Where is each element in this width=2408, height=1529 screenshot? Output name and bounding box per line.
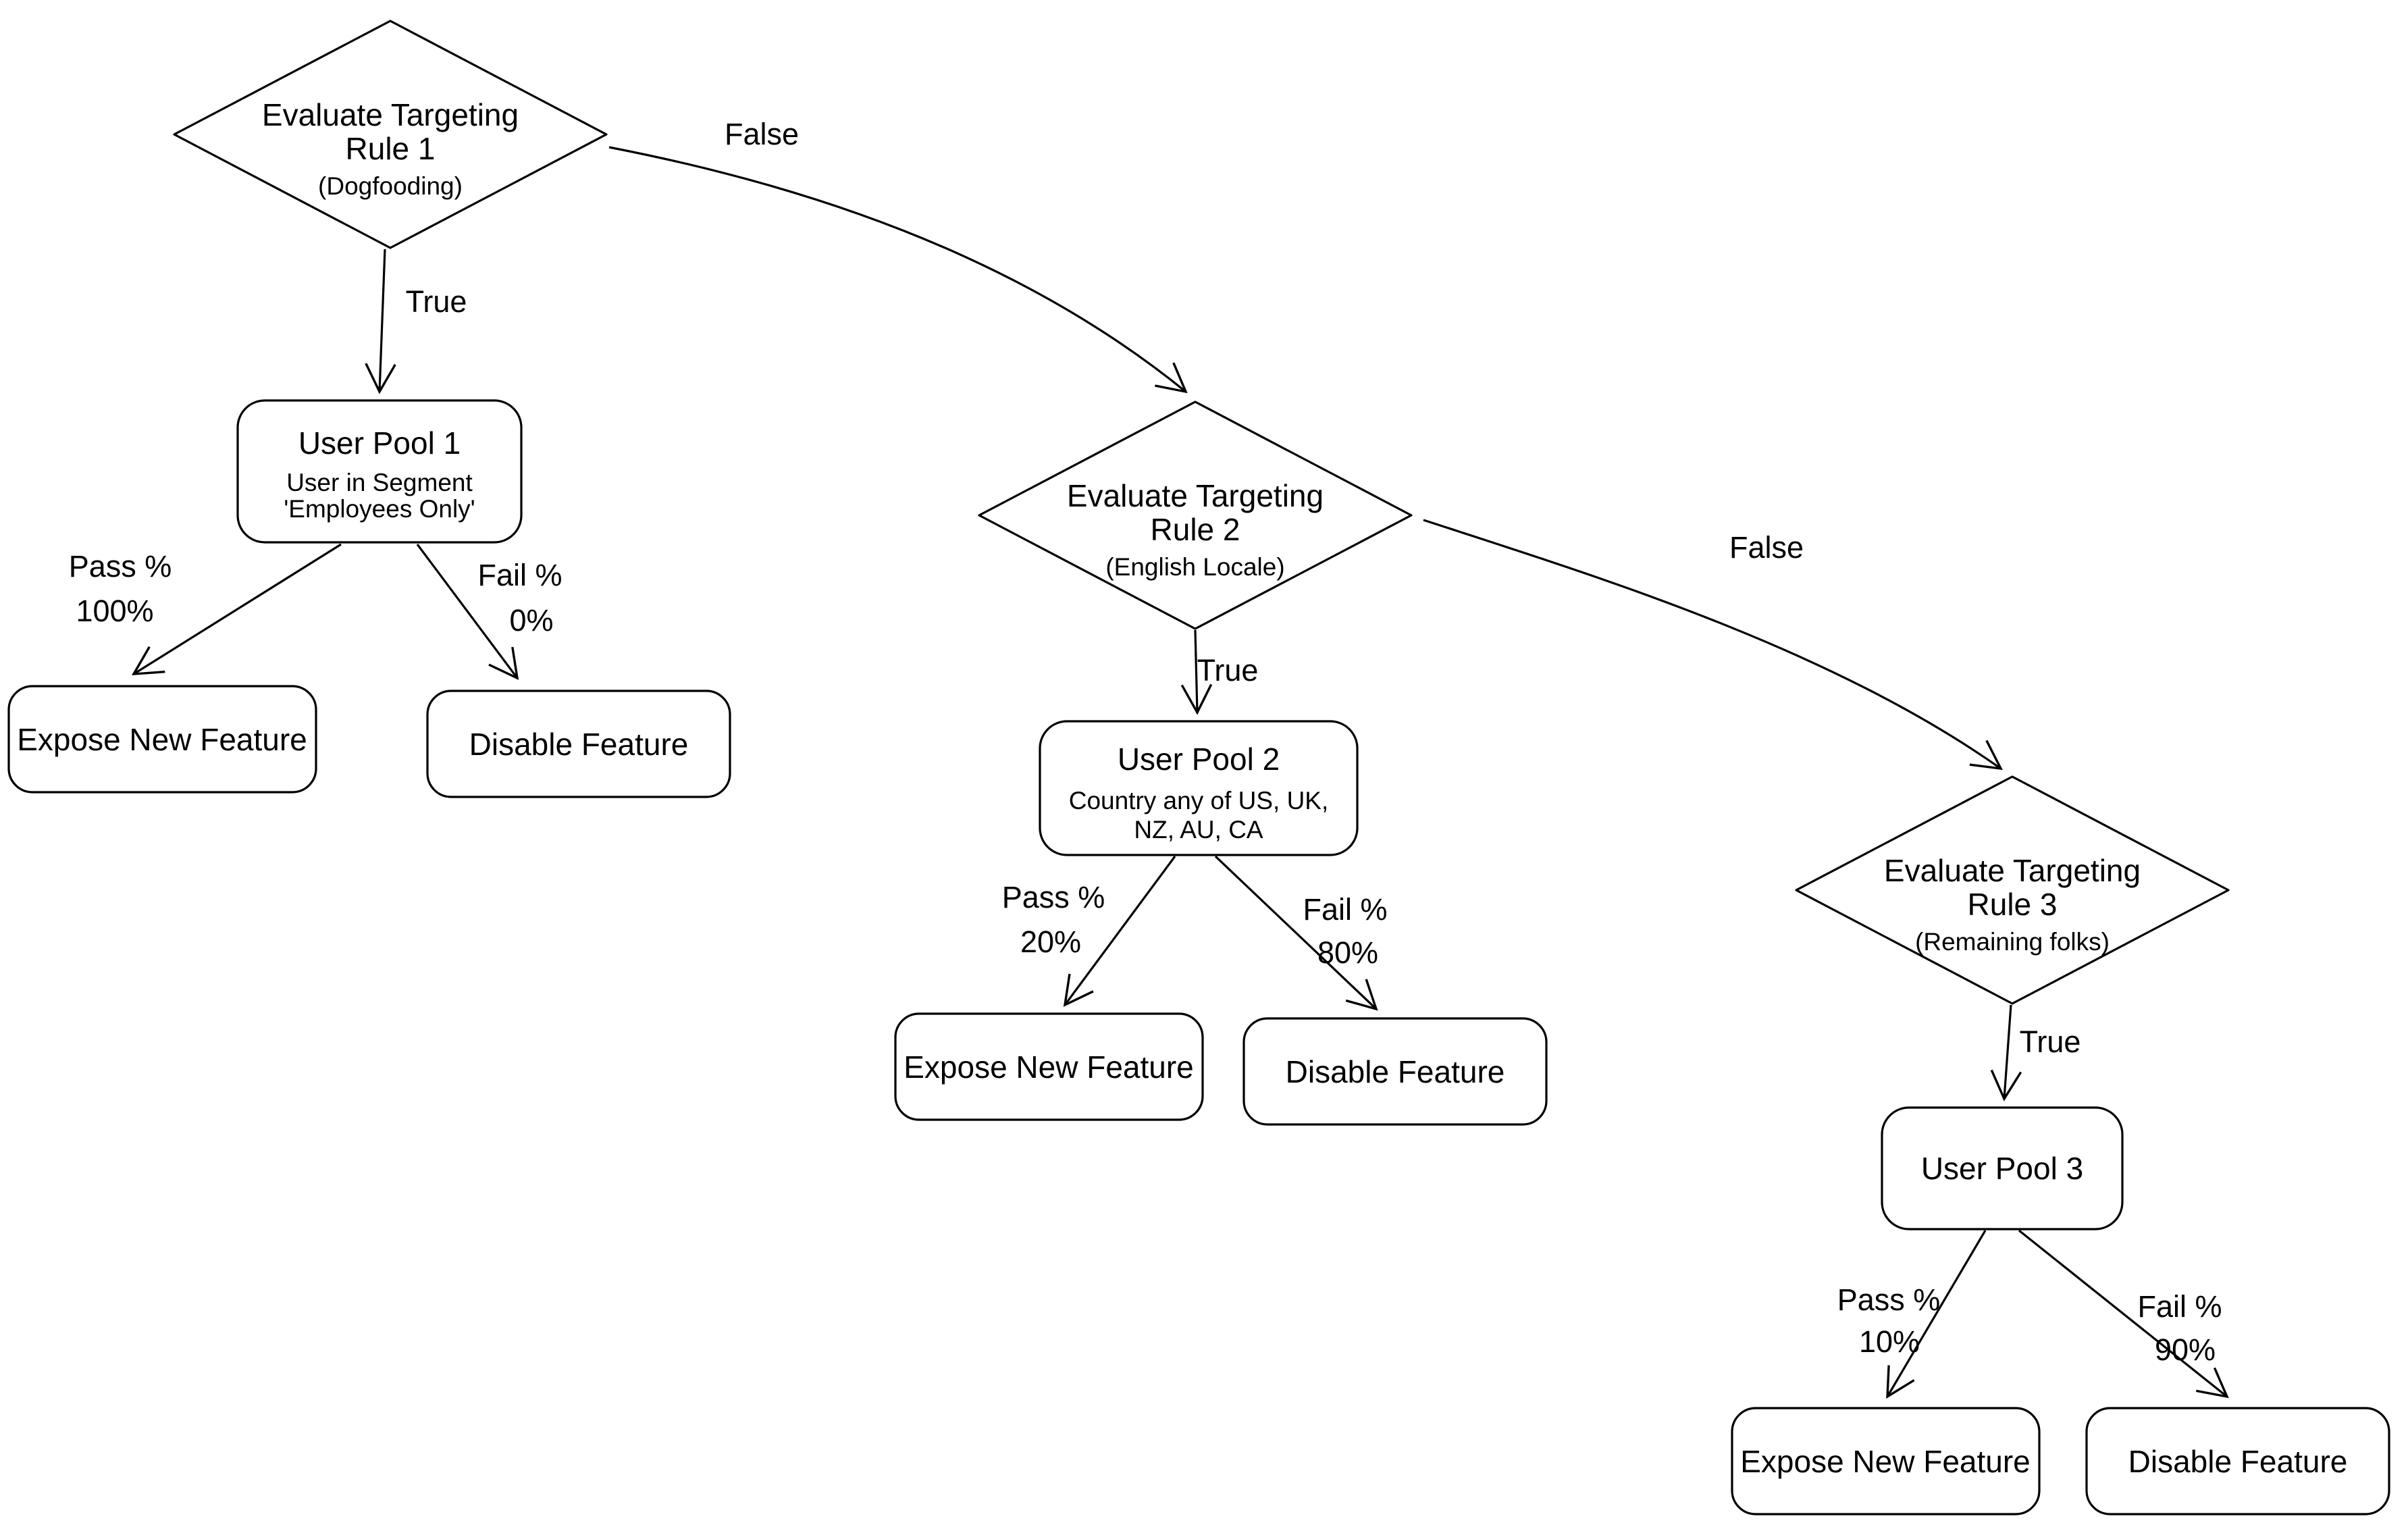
disable-node-2: Disable Feature [1242,1017,1548,1126]
expose-label-1: Expose New Feature [17,722,307,757]
expose-box-2 [894,1012,1204,1121]
expose-node-1: Expose New Feature [7,685,317,794]
disable-label-2: Disable Feature [1286,1054,1505,1089]
edge-labels: True False Pass % 100% Fail % 0% True Fa… [69,117,2222,1367]
expose-box-1 [7,685,317,794]
pool2-title: User Pool 2 [1118,742,1280,777]
disable-box-3 [2085,1407,2390,1515]
rule2-diamond [978,400,1413,630]
edge-rule2-true-arrow [1180,629,1213,715]
rule1-title-line2: Rule 1 [346,131,436,166]
label-pool1-pass: Pass % [69,549,172,584]
edge-pool1-pass-arrow [131,543,342,675]
pool1-note-line1: User in Segment [286,469,473,496]
rule1-node: Evaluate Targeting Rule 1 (Dogfooding) [173,20,608,249]
pool3-box [1881,1106,2124,1230]
rule3-node: Evaluate Targeting Rule 3 (Remaining fol… [1795,775,2230,1005]
disable-node-3: Disable Feature [2085,1407,2390,1515]
rule3-note: (Remaining folks) [1915,928,2110,956]
label-pool1-fail-pct: 0% [509,603,553,638]
edge-pool1-fail-arrow [416,544,519,680]
label-pool3-fail-pct: 90% [2155,1332,2216,1367]
edge-pool2-fail-arrow [1214,855,1378,1011]
expose-box-3 [1731,1407,2041,1515]
expose-node-2: Expose New Feature [894,1012,1204,1121]
disable-label-3: Disable Feature [2128,1444,2348,1479]
label-pool3-pass-pct: 10% [1859,1324,1920,1359]
label-rule2-true: True [1197,653,1259,688]
label-pool2-pass-pct: 20% [1020,925,1081,959]
label-pool2-pass: Pass % [1002,880,1105,914]
edge-rule2-false-arrow [1423,519,2003,771]
edge-pool3-fail-arrow [2018,1229,2229,1399]
label-pool2-fail-pct: 80% [1317,935,1378,970]
pool3-node: User Pool 3 [1881,1106,2124,1230]
label-rule2-false: False [1729,530,1804,565]
label-pool2-fail: Fail % [1303,892,1387,927]
rule3-diamond [1795,775,2230,1005]
rule1-title-line1: Evaluate Targeting [262,97,519,132]
pool2-note-line1: Country any of US, UK, [1069,787,1329,814]
pool2-node: User Pool 2 Country any of US, UK, NZ, A… [1039,720,1359,856]
label-pool3-fail: Fail % [2137,1289,2222,1324]
label-rule1-true: True [406,284,467,319]
label-pool1-fail: Fail % [477,558,562,592]
expose-node-3: Expose New Feature [1731,1407,2041,1515]
rule2-note: (English Locale) [1105,553,1284,581]
rule3-title-line1: Evaluate Targeting [1884,853,2141,888]
label-pool1-pass-pct: 100% [76,594,153,628]
edge-rule3-true-arrow [1990,1004,2022,1102]
rule1-note: (Dogfooding) [318,172,463,200]
pool1-box [236,399,523,544]
pool2-box [1039,720,1359,856]
expose-label-3: Expose New Feature [1740,1444,2031,1479]
pool1-title: User Pool 1 [298,425,461,461]
pool1-node: User Pool 1 User in Segment 'Employees O… [236,399,523,544]
edge-pool3-pass-arrow [1886,1230,1987,1399]
label-pool3-pass: Pass % [1837,1282,1941,1317]
pool2-note-line2: NZ, AU, CA [1134,816,1263,844]
disable-node-1: Disable Feature [426,690,731,798]
rule1-diamond [173,20,608,249]
edge-rule1-false-arrow [608,146,1188,394]
label-rule1-false: False [725,117,799,151]
disable-box-1 [426,690,731,798]
pool1-note-line2: 'Employees Only' [284,495,475,523]
edge-rule1-true-arrow [365,249,396,394]
edge-pool2-pass-arrow [1063,856,1176,1007]
rule2-title-line1: Evaluate Targeting [1067,478,1324,513]
rule2-title-line2: Rule 2 [1151,512,1240,547]
pool3-title: User Pool 3 [1921,1151,2083,1186]
label-rule3-true: True [2020,1025,2081,1059]
expose-label-2: Expose New Feature [904,1049,1194,1085]
rule3-title-line2: Rule 3 [1968,887,2058,922]
disable-label-1: Disable Feature [469,727,689,762]
disable-box-2 [1242,1017,1548,1126]
edges [131,146,2229,1399]
rule2-node: Evaluate Targeting Rule 2 (English Local… [978,400,1413,630]
